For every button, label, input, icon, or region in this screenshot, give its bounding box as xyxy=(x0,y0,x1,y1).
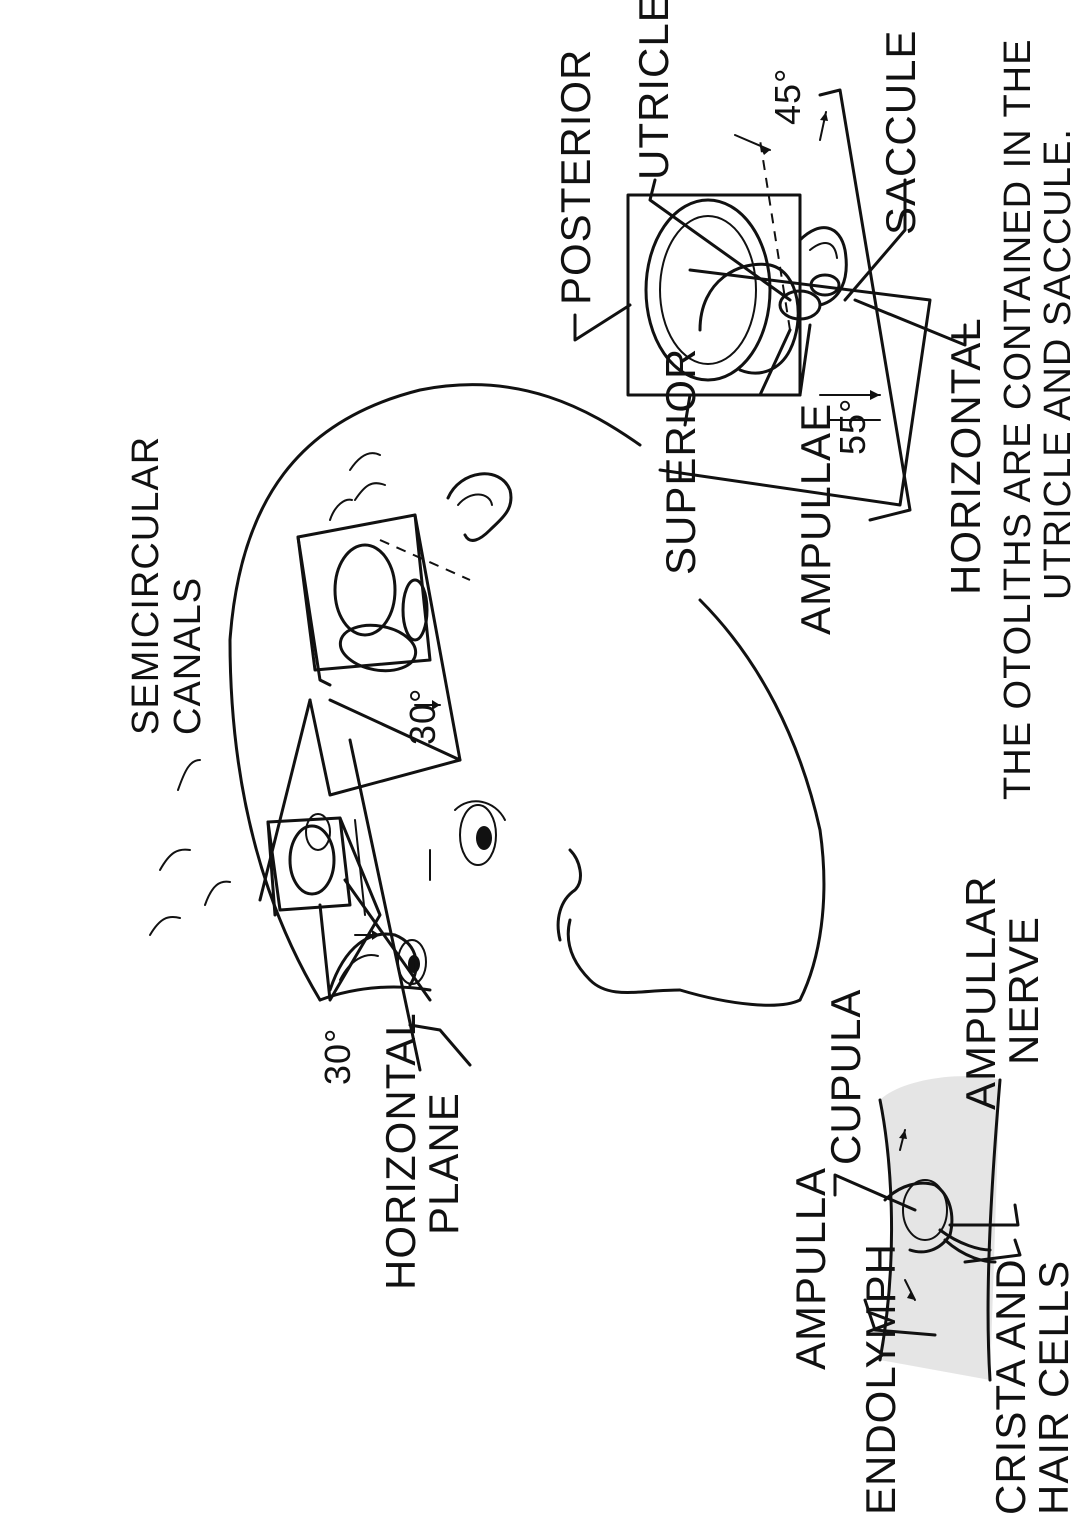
label-saccule: SACCULE xyxy=(877,30,924,235)
head-plane-lines xyxy=(260,700,470,1070)
label-crista-1: CRISTA AND xyxy=(987,1258,1034,1515)
label-ampullar-nerve-1: AMPULLAR xyxy=(957,876,1004,1110)
label-55-degree: 55° xyxy=(832,398,873,455)
label-horizontal-plane-1: HORIZONTAL xyxy=(377,1012,424,1290)
label-cupula: CUPULA xyxy=(822,989,869,1165)
label-horizontal: HORIZONTAL xyxy=(942,317,989,595)
label-semicircular-2: CANALS xyxy=(167,577,209,735)
label-ampullar-nerve-2: NERVE xyxy=(1000,916,1047,1065)
label-otoliths-2: UTRICLE AND SACCULE. xyxy=(1037,128,1076,600)
label-otoliths-1: THE OTOLITHS ARE CONTAINED IN THE xyxy=(997,39,1039,800)
label-horizontal-plane-2: PLANE xyxy=(420,1092,467,1235)
label-superior: SUPERIOR xyxy=(657,348,704,575)
label-endolymph: ENDOLYMPH xyxy=(857,1243,904,1515)
label-30-degree-left: 30° xyxy=(317,1028,358,1085)
label-45-degree: 45° xyxy=(767,68,808,125)
label-30-degree-right: 30° xyxy=(402,688,443,745)
label-ampulla: AMPULLA xyxy=(787,1167,834,1370)
label-semicircular-1: SEMICIRCULAR xyxy=(125,436,167,735)
label-utricle: UTRICLE xyxy=(630,0,677,180)
label-posterior: POSTERIOR xyxy=(552,49,599,305)
label-crista-2: HAIR CELLS xyxy=(1030,1260,1076,1515)
